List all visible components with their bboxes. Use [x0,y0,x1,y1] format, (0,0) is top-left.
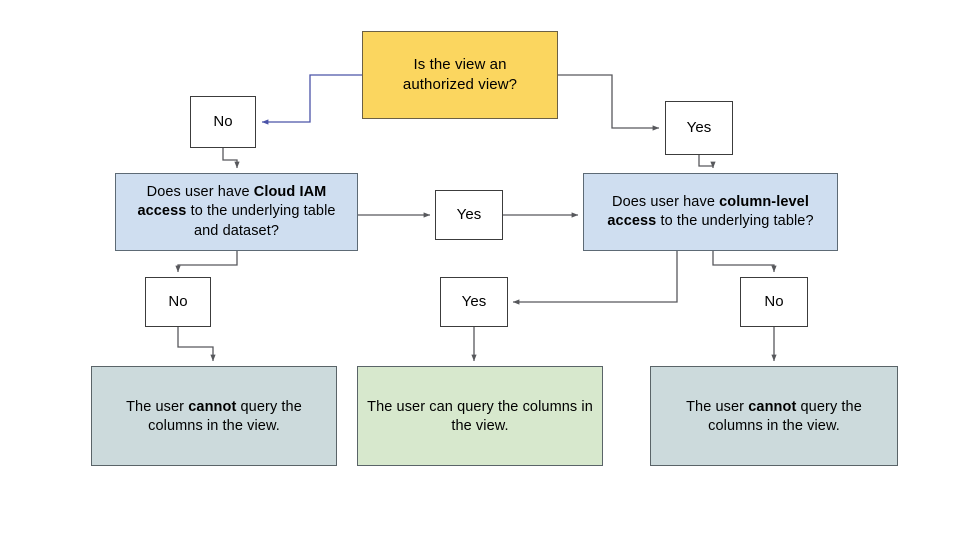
label-text: No [764,293,784,311]
node-start-decision[interactable]: Is the view an authorized view? [362,31,558,119]
label-text: No [168,293,188,311]
node-start-label: Is the view an authorized view? [402,56,518,93]
label-no-column-level-access[interactable]: No [740,277,808,327]
label-text: Yes [461,293,487,311]
node-result-label: The user cannot query the columns in the… [126,398,302,434]
node-result-cannot-query-right[interactable]: The user cannot query the columns in the… [650,366,898,466]
node-decision-label: Does user have column-level access to th… [607,193,814,229]
node-decision-label: Does user have Cloud IAM access to the u… [137,184,336,239]
node-result-label: The user can query the columns in the vi… [367,398,593,434]
label-yes-authorized[interactable]: Yes [665,101,733,155]
label-text: Yes [456,206,482,224]
label-text: Yes [686,119,712,137]
node-result-cannot-query-left[interactable]: The user cannot query the columns in the… [91,366,337,466]
label-yes-has-iam-access[interactable]: Yes [435,190,503,240]
label-text: No [213,113,233,131]
node-result-label: The user cannot query the columns in the… [686,398,862,434]
node-decision-column-level-access[interactable]: Does user have column-level access to th… [583,173,838,251]
node-result-can-query[interactable]: The user can query the columns in the vi… [357,366,603,466]
label-no-iam-access[interactable]: No [145,277,211,327]
label-yes-column-level-access[interactable]: Yes [440,277,508,327]
node-decision-cloud-iam-access[interactable]: Does user have Cloud IAM access to the u… [115,173,358,251]
label-no-not-authorized[interactable]: No [190,96,256,148]
